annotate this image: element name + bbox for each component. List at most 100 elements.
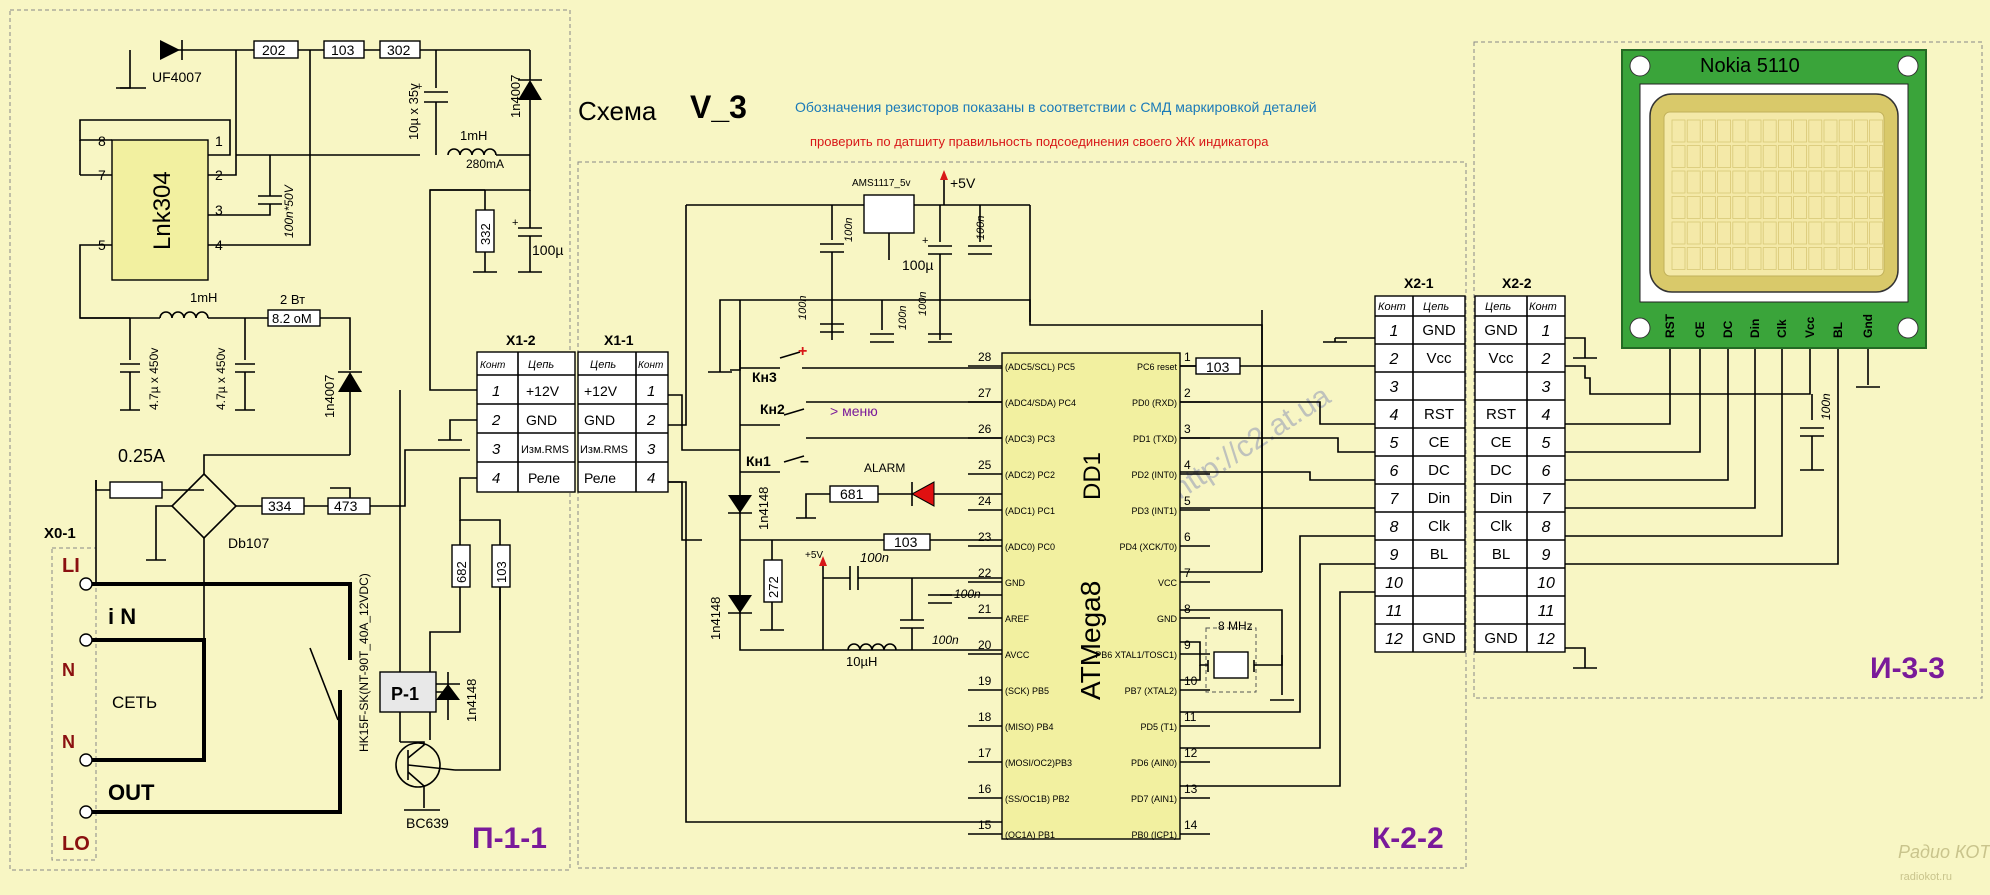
table-net: RST xyxy=(1424,406,1454,423)
table-contact: 2 xyxy=(1541,351,1551,368)
mcu-left-pin-name: (SS/OC1B) PB2 xyxy=(1005,794,1070,804)
cap-100n-left1: 100n xyxy=(797,296,809,320)
mcu-left-pin-name: AREF xyxy=(1005,614,1030,624)
table-contact: 11 xyxy=(1386,603,1403,620)
mcu-left-pin-name: (ADC3) PC3 xyxy=(1005,434,1055,444)
power-supply: UF4007 202 103 302 Lnk304 8 7 5 1 2 3 4 … xyxy=(79,40,563,831)
res-682-label: 682 xyxy=(454,561,469,583)
res-103-ctrl-label: 103 xyxy=(894,534,918,550)
terminal-title: X0-1 xyxy=(44,525,76,542)
diode-1n4148-lower: 1n4148 xyxy=(708,597,723,640)
table-net: BL xyxy=(1492,546,1510,563)
x11-head-contact: Конт xyxy=(638,360,663,371)
mcu-right-pin-name: PD1 (TXD) xyxy=(1133,434,1177,444)
res-334-label: 334 xyxy=(268,498,292,514)
mcu-right-pin-name: PB7 (XTAL2) xyxy=(1125,686,1177,696)
cap-hv1-label: 4.7µ x 450v xyxy=(147,348,161,410)
relay-label: P-1 xyxy=(391,684,419,704)
table-contact: 4 xyxy=(1542,407,1551,424)
lnk-pin1: 1 xyxy=(215,133,223,149)
res-302-label: 302 xyxy=(387,42,411,58)
table-net: Clk xyxy=(1428,518,1450,535)
cap-100n-reg-in: 100n xyxy=(843,218,855,242)
trim-473-label: 473 xyxy=(334,498,358,514)
table-contact: 5 xyxy=(1390,435,1399,452)
table-net: Clk xyxy=(1490,518,1512,535)
x12-row2-net: GND xyxy=(526,412,557,428)
mcu-left-pin-name: (OC1A) PB1 xyxy=(1005,830,1055,840)
x11-row4-net: Реле xyxy=(584,470,616,486)
x12-row4-contact: 4 xyxy=(492,470,500,487)
x12-row1-net: +12V xyxy=(526,383,560,399)
cap-100n-aref: 100n xyxy=(954,587,981,601)
table-net: GND xyxy=(1484,630,1518,647)
table-contact: 12 xyxy=(1537,631,1555,648)
x11-title: X1-1 xyxy=(604,332,634,348)
mcu-right-pin-name: PD6 (AIN0) xyxy=(1131,758,1177,768)
terminal-n1: N xyxy=(62,660,75,680)
mcu-right-pin-name: GND xyxy=(1157,614,1178,624)
mcu-right-pin-num: 5 xyxy=(1184,494,1191,508)
mcu-right-pin-name: VCC xyxy=(1158,578,1178,588)
terminal-in: i N xyxy=(108,604,136,629)
mcu-right-pin-num: 11 xyxy=(1184,710,1197,724)
controller-block-label: К-2-2 xyxy=(1372,822,1444,855)
lcd-pin-label: RST xyxy=(1663,313,1677,338)
table-contact: 7 xyxy=(1390,491,1400,508)
table-contact: 10 xyxy=(1537,575,1555,592)
x11-row2-contact: 2 xyxy=(646,412,656,429)
plus5v-small: +5V xyxy=(805,550,823,561)
mcu-right-pin-name: PC6 reset xyxy=(1137,362,1178,372)
table-contact: 11 xyxy=(1538,603,1555,620)
lcd-pin-label: Clk xyxy=(1775,319,1789,338)
lcd-pin-label: Gnd xyxy=(1861,314,1875,338)
lcd-pin-label: Vcc xyxy=(1803,316,1817,338)
table-contact: 9 xyxy=(1542,547,1551,564)
diode-uf4007-label: UF4007 xyxy=(152,69,202,85)
table-net: Vcc xyxy=(1426,350,1452,367)
crystal-label: 8 MHz xyxy=(1218,619,1253,633)
btn1-label: Кн1 xyxy=(746,453,771,469)
mcu-right-pin-num: 6 xyxy=(1184,530,1191,544)
indicator-block-label: И-3-3 xyxy=(1870,652,1945,685)
svg-text:+: + xyxy=(922,235,928,247)
mcu-right-pin-name: PD4 (XCK/T0) xyxy=(1119,542,1177,552)
transistor-label: BC639 xyxy=(406,815,449,831)
res-103-top-label: 103 xyxy=(331,42,355,58)
cap-100n-left3: 100n xyxy=(917,292,929,316)
cap-10u-label: 10µ x 35v xyxy=(406,83,421,140)
mcu-right-pin-num: 3 xyxy=(1184,422,1191,436)
table-contact: 6 xyxy=(1390,463,1399,480)
mcu-right-pin-name: PD0 (RXD) xyxy=(1132,398,1177,408)
table-header: Цепь xyxy=(1485,301,1511,313)
cap-100n-left2: 100n xyxy=(897,306,909,330)
mcu-right-pin-num: 1 xyxy=(1184,350,1191,364)
mcu-right-pin-name: PB0 (ICP1) xyxy=(1131,830,1177,840)
x21-title: X2-1 xyxy=(1404,275,1434,291)
relay-diode-label: 1n4148 xyxy=(464,679,479,722)
table-contact: 1 xyxy=(1542,323,1551,340)
cap-100n-50v-label: 100n*50V xyxy=(282,184,296,238)
mcu-right-pin-name: PB6 XTAL1/TOSC1) xyxy=(1095,650,1177,660)
table-net: Din xyxy=(1428,490,1451,507)
mcu-right-pin-name: PD7 (AIN1) xyxy=(1131,794,1177,804)
mcu-left-pin-num: 20 xyxy=(978,638,992,652)
mcu-left-pin-name: (SCK) PB5 xyxy=(1005,686,1049,696)
controller-block-outline xyxy=(577,161,1467,869)
plus5v-top: +5V xyxy=(950,175,976,191)
bridge-label: Db107 xyxy=(228,535,269,551)
btn2-label: Кн2 xyxy=(760,401,785,417)
watermark: http://c2.at.ua xyxy=(1166,379,1337,506)
x11-row1-contact: 1 xyxy=(647,383,655,400)
connector-x1-1: X1-1 Цепь Конт +12V 1 GND 2 Изм.RMS 3 Ре… xyxy=(577,332,669,493)
mcu-left-pin-name: (ADC1) PC1 xyxy=(1005,506,1055,516)
cap-100n-gnd: 100n xyxy=(932,633,959,647)
mcu-left-pin-num: 18 xyxy=(978,710,992,724)
mcu-right-pin-num: 10 xyxy=(1184,674,1198,688)
table-net: Vcc xyxy=(1488,350,1514,367)
